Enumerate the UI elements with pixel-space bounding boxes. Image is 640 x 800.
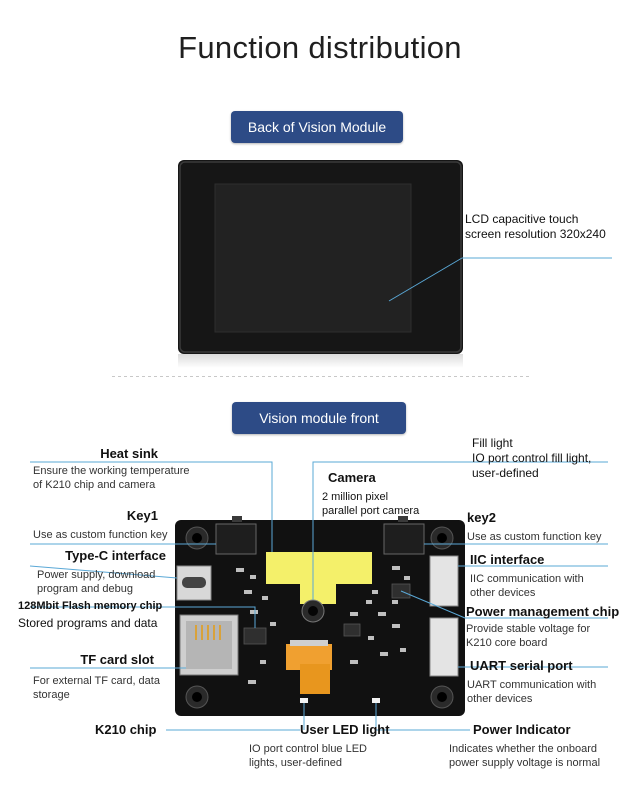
user-led-shape — [300, 698, 308, 703]
heat-sink-title: Heat sink — [100, 446, 158, 461]
iic-connector — [429, 555, 459, 607]
heat-sink-desc: Ensure the working temperature of K210 c… — [33, 464, 190, 492]
power-ind-desc-1: Indicates whether the onboard — [449, 743, 597, 755]
key1-desc: Use as custom function key — [33, 529, 168, 541]
uart-desc-2: other devices — [467, 693, 533, 705]
key1-title: Key1 — [126, 508, 158, 523]
user-led-desc-1: IO port control blue LED — [249, 743, 368, 755]
lcd-label: LCD capacitive touch screen resolution 3… — [465, 212, 606, 242]
fill-light-desc-2: user-defined — [472, 466, 539, 480]
typec-desc: Power supply, download program and debug — [37, 568, 155, 596]
page-title: Function distribution — [178, 30, 462, 65]
fill-light-title: Fill light — [472, 436, 513, 450]
lcd-label-line-2: screen resolution 320x240 — [465, 227, 606, 241]
iic-desc: IIC communication with other devices — [470, 572, 584, 600]
heat-sink-desc-1: Ensure the working temperature — [33, 465, 190, 477]
power-mgmt-desc-2: K210 core board — [466, 637, 548, 649]
power-mgmt-desc-1: Provide stable voltage for — [466, 623, 591, 635]
typec-title: Type-C interface — [65, 548, 166, 563]
tf-title: TF card slot — [80, 652, 154, 667]
heat-sink-callout: Heat sink — [100, 446, 158, 461]
iic-desc-2: other devices — [470, 587, 536, 599]
section-back-badge: Back of Vision Module — [231, 111, 403, 143]
key2-button-shape — [383, 523, 425, 555]
section-front-badge: Vision module front — [232, 402, 406, 434]
iic-desc-1: IIC communication with — [470, 573, 584, 585]
tf-desc: For external TF card, data storage — [33, 674, 160, 702]
camera-desc: 2 million pixel parallel port camera — [322, 490, 419, 518]
key2-desc: Use as custom function key — [467, 531, 602, 543]
user-led-title: User LED light — [300, 722, 390, 737]
flash-title: 128Mbit Flash memory chip — [18, 600, 163, 612]
fill-light-callout: Fill light IO port control fill light, u… — [472, 436, 591, 481]
k210-title: K210 chip — [95, 722, 157, 737]
uart-desc-1: UART communication with — [467, 679, 597, 691]
typec-desc-2: program and debug — [37, 583, 134, 595]
tf-desc-1: For external TF card, data — [33, 675, 160, 687]
power-mgmt-title: Power management chip — [466, 604, 620, 619]
power-led-shape — [372, 698, 380, 703]
key2-title: key2 — [467, 510, 496, 525]
uart-title: UART serial port — [470, 658, 573, 673]
power-ind-title: Power Indicator — [473, 722, 571, 737]
flash-desc: Stored programs and data — [18, 616, 158, 630]
user-led-desc: IO port control blue LED lights, user-de… — [249, 742, 367, 770]
lcd-module — [178, 160, 463, 368]
uart-connector — [429, 617, 459, 677]
camera-desc-2: parallel port camera — [322, 505, 420, 517]
typec-desc-1: Power supply, download — [37, 569, 156, 581]
flash-chip-shape — [243, 627, 267, 645]
power-ind-desc-2: power supply voltage is normal — [449, 757, 601, 769]
pcb-board — [175, 516, 465, 716]
heat-sink-desc-2: of K210 chip and camera — [33, 479, 156, 491]
camera-title: Camera — [328, 470, 376, 485]
power-mgmt-desc: Provide stable voltage for K210 core boa… — [466, 622, 590, 650]
power-ind-desc: Indicates whether the onboard power supp… — [449, 742, 600, 770]
tf-desc-2: storage — [33, 689, 70, 701]
key1-button-shape — [215, 523, 257, 555]
user-led-desc-2: lights, user-defined — [249, 757, 342, 769]
iic-title: IIC interface — [470, 552, 545, 567]
camera-desc-1: 2 million pixel — [322, 491, 389, 503]
uart-desc: UART communication with other devices — [467, 678, 596, 706]
lcd-label-line-1: LCD capacitive touch — [465, 212, 579, 226]
lcd-leader-line — [388, 257, 463, 302]
section-divider — [112, 376, 532, 377]
lcd-screen — [215, 184, 411, 332]
heatsink-shape — [266, 552, 372, 604]
leader-lines — [29, 461, 608, 731]
fill-light-desc-1: IO port control fill light, — [472, 451, 592, 465]
